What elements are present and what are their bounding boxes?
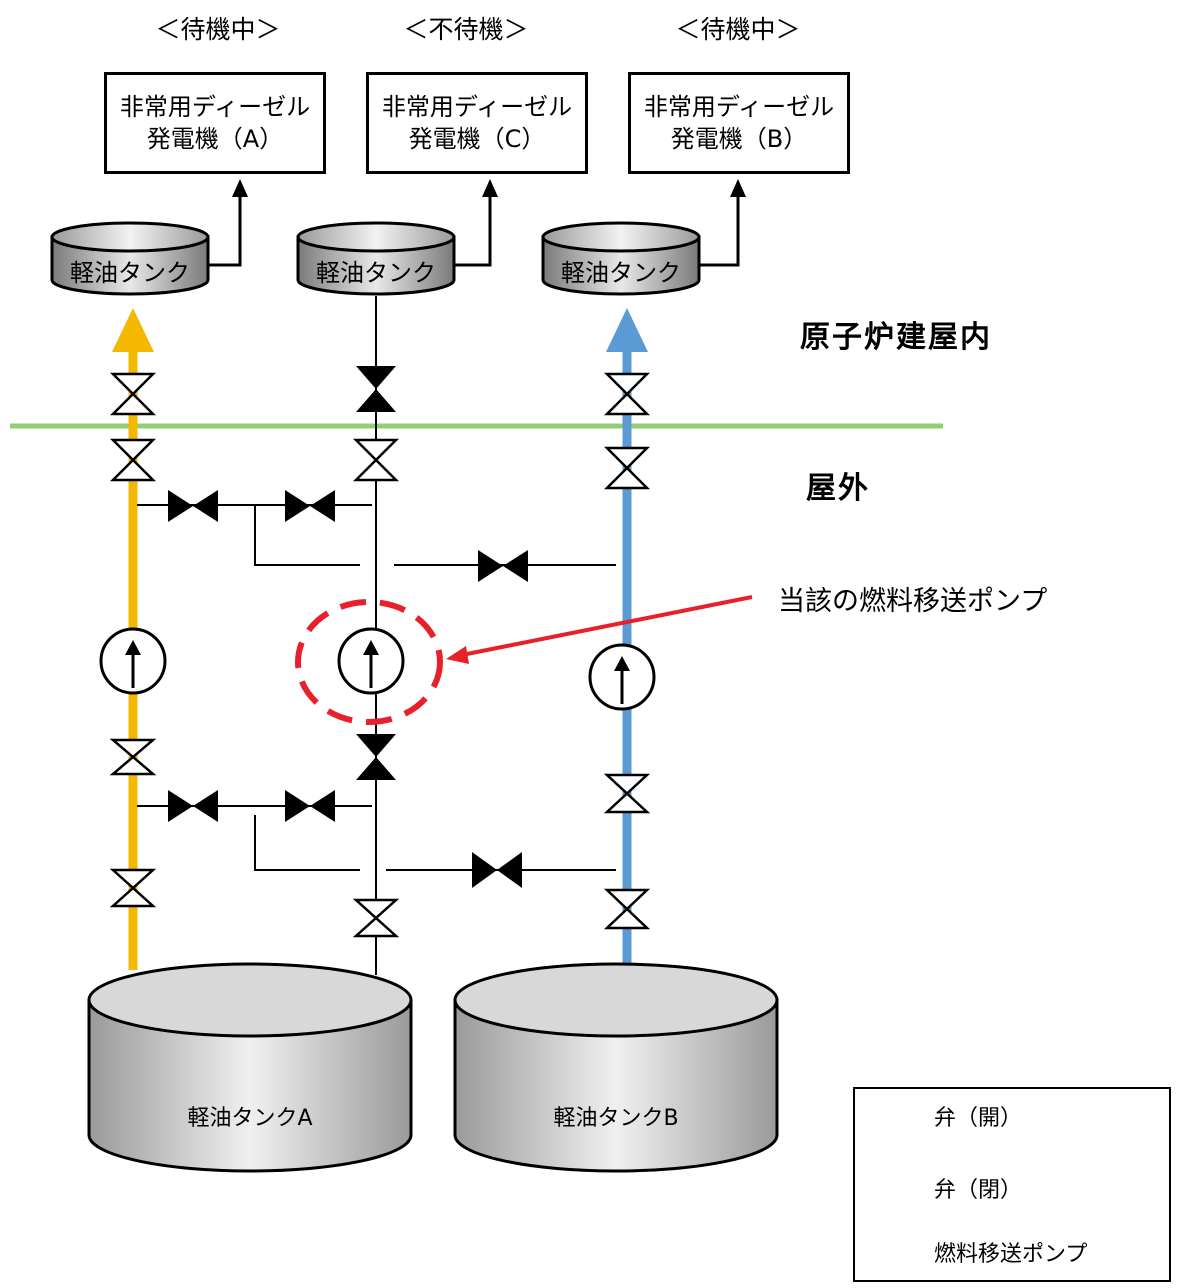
pump-a: [99, 627, 167, 695]
storage-tank-b-label: 軽油タンクB: [553, 1106, 679, 1131]
generator-b-box: 非常用ディーゼル 発電機（B）: [628, 72, 850, 174]
generator-b-line1: 非常用ディーゼル: [643, 93, 835, 121]
generator-a-line2: 発電機（A）: [146, 125, 284, 153]
storage-tank-a-label: 軽油タンクA: [187, 1106, 313, 1131]
callout-label: 当該の燃料移送ポンプ: [778, 586, 1048, 617]
generator-feed-lines: [208, 195, 740, 267]
status-label-a: ＜待機中＞: [155, 15, 281, 44]
generator-b-line2: 発電機（B）: [670, 125, 808, 153]
day-tank-b: [541, 221, 701, 296]
callout-pointer-line: [461, 595, 753, 657]
day-tank-c: [296, 221, 456, 296]
legend-box: [853, 1087, 1171, 1282]
storage-tank-a: [87, 962, 413, 1173]
legend-valve-closed-label: 弁（閉）: [934, 1178, 1023, 1203]
legend-pump-label: 燃料移送ポンプ: [934, 1242, 1088, 1267]
arrowheads-up: [232, 179, 746, 197]
zone-outside-label: 屋外: [806, 471, 870, 506]
status-label-c: ＜不待機＞: [403, 15, 529, 44]
day-tank-a: [50, 221, 210, 296]
callout-highlight-ring: [295, 599, 443, 725]
generator-c-box: 非常用ディーゼル 発電機（C）: [366, 72, 588, 174]
day-tank-b-label: 軽油タンク: [561, 259, 681, 287]
generator-c-line1: 非常用ディーゼル: [381, 93, 573, 121]
valves-closed-vertical: [356, 366, 396, 780]
pump-c: [337, 627, 405, 695]
valves-closed-horizontal: [168, 490, 528, 888]
zone-inside-label: 原子炉建屋内: [800, 320, 992, 355]
storage-tank-b: [453, 962, 779, 1173]
valves-open: [109, 372, 651, 938]
day-tank-a-label: 軽油タンク: [70, 259, 190, 287]
generator-a-line1: 非常用ディーゼル: [119, 93, 311, 121]
generator-a-box: 非常用ディーゼル 発電機（A）: [104, 72, 326, 174]
fuel-line-b-arrow: [606, 308, 648, 352]
generator-c-line2: 発電機（C）: [408, 125, 546, 153]
pump-b: [588, 643, 656, 711]
fuel-line-a-arrow: [112, 308, 154, 352]
day-tank-c-label: 軽油タンク: [316, 259, 436, 287]
callout-pointer-arrowhead: [446, 646, 469, 664]
status-label-b: ＜待機中＞: [675, 15, 801, 44]
legend-valve-open-label: 弁（開）: [934, 1106, 1023, 1131]
